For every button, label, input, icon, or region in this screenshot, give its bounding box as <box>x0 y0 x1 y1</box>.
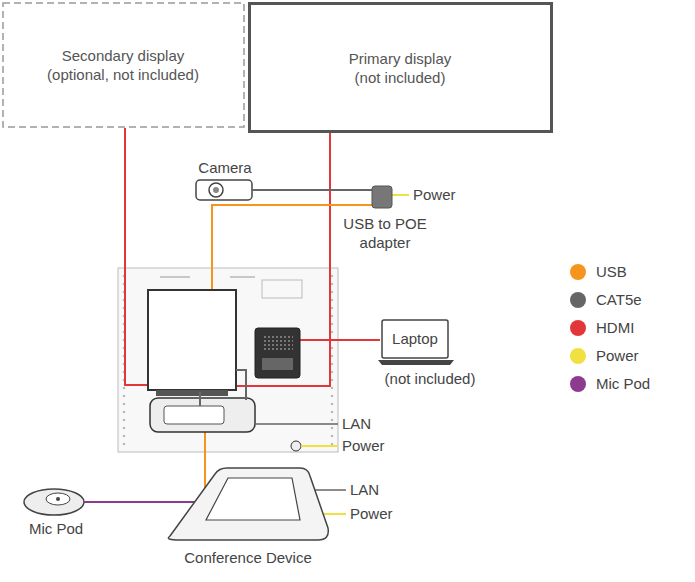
lan-leader <box>315 489 346 491</box>
cat5e-wire <box>199 392 201 406</box>
codec-foot <box>156 390 228 396</box>
hdmi-wire <box>300 339 380 341</box>
legend-swatch <box>570 348 586 364</box>
power-leader <box>323 513 346 515</box>
codec-box <box>148 290 236 390</box>
plate-slot <box>262 280 302 298</box>
legend-text: Mic Pod <box>596 375 650 393</box>
node-text: (not included) <box>378 369 482 388</box>
cable-label: LAN <box>342 415 371 433</box>
display-box: Secondary display (optional, not include… <box>2 2 245 128</box>
cable-connector <box>98 501 160 503</box>
node-text: Laptop <box>382 329 448 348</box>
legend-swatch <box>570 320 586 336</box>
cable-connector <box>262 189 340 191</box>
legend-swatch <box>570 264 586 280</box>
legend-text: CAT5e <box>596 291 642 309</box>
conference-device-node: Conference Device <box>160 466 336 570</box>
power-wire <box>392 194 409 196</box>
laptop-node: Laptop (not included) <box>378 318 482 392</box>
power-leader <box>301 445 338 447</box>
legend-text: USB <box>596 263 627 281</box>
network-switch-face <box>164 406 224 424</box>
node-text: Mic Pod <box>14 519 98 538</box>
plate-mark <box>160 277 190 278</box>
legend-swatch <box>570 292 586 308</box>
node-text: Conference Device <box>160 548 336 567</box>
node-outline <box>2 2 245 128</box>
node-text: Camera <box>188 158 262 177</box>
legend-text: HDMI <box>596 319 634 337</box>
node-text: Secondary display (optional, not include… <box>33 46 213 84</box>
hdmi-switch-vents <box>262 336 293 352</box>
cable-label: Power <box>342 437 385 455</box>
mounting-plate <box>118 268 338 452</box>
node-text: Primary display (not included) <box>340 49 460 87</box>
node-text: USB to POE adapter <box>340 214 430 252</box>
cat5e-wire <box>236 370 246 400</box>
camera-node: Camera <box>188 158 262 202</box>
hdmi-switch-label <box>262 358 293 370</box>
power-brick <box>291 441 301 451</box>
cable-label: Power <box>413 186 456 204</box>
mic-pod-node: Mic Pod <box>14 484 98 544</box>
legend-text: Power <box>596 347 639 365</box>
usb-wire <box>204 432 206 488</box>
cable-label: LAN <box>350 481 379 499</box>
hdmi-wire <box>125 128 150 385</box>
hdmi-switch <box>255 328 300 378</box>
plate-mark <box>230 277 255 278</box>
legend-swatch <box>570 376 586 392</box>
lan-leader <box>255 423 338 425</box>
display-box: Primary display (not included) <box>248 2 553 133</box>
network-switch <box>150 398 255 432</box>
node-outline <box>248 2 553 133</box>
cable-label: Power <box>350 505 393 523</box>
